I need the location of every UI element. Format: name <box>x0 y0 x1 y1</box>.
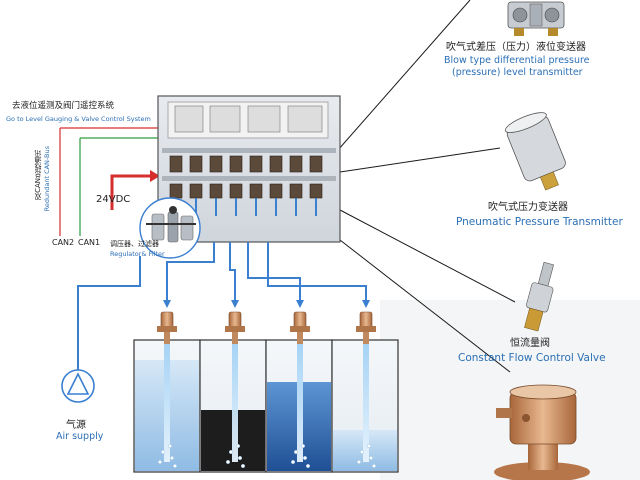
feed-pipe <box>229 242 236 304</box>
feed-pipe <box>267 242 367 304</box>
air-supply-label-en: Air supply <box>56 431 104 442</box>
valve-head <box>228 311 242 329</box>
air-bubble <box>157 460 162 465</box>
air-bubble <box>367 444 372 449</box>
air-bubble <box>172 464 177 469</box>
flow-valve-label-cn: 恒流量阀 <box>510 338 550 349</box>
power-label: 24VDC <box>96 194 131 205</box>
feed-arrow <box>362 300 370 308</box>
redundant-can-label-cn: 双CAN总线通讯 <box>34 150 42 200</box>
air-bubble <box>301 444 306 449</box>
air-bubble <box>303 456 308 461</box>
dp-transmitter-label-en1: Blow type differential pressure <box>444 55 590 66</box>
dip-tube <box>363 340 369 462</box>
dip-tube <box>297 340 303 462</box>
feed-arrow <box>163 300 171 308</box>
air-bubble <box>235 444 240 449</box>
regulator-label-en: Regulator& Filter <box>110 250 165 258</box>
panel-module <box>249 183 263 199</box>
air-bubble <box>372 464 377 469</box>
can2-label: CAN2 <box>52 238 75 247</box>
valve-head <box>160 311 174 329</box>
can-bus-wires <box>59 127 158 236</box>
pressure-transmitter-label-cn: 吹气式压力变送器 <box>488 202 568 213</box>
panel-module <box>229 155 243 173</box>
panel-module <box>169 155 183 173</box>
feed-pipes <box>163 242 370 308</box>
panel-module <box>269 183 283 199</box>
pressure-transmitter-icon <box>504 112 566 191</box>
air-bubble <box>240 464 245 469</box>
dp-transmitter-icon <box>507 1 565 36</box>
valve-flange <box>290 326 310 332</box>
flow-valve-label-en: Constant Flow Control Valve <box>458 352 606 364</box>
control-system-label-en: Go to Level Gauging & Valve Control Syst… <box>6 115 151 123</box>
feed-pipe <box>166 242 215 304</box>
air-bubble <box>360 450 365 455</box>
air-bubble <box>357 460 362 465</box>
air-bubble <box>369 456 374 461</box>
regulator-filter-icon <box>139 197 201 259</box>
dip-tube <box>164 340 170 462</box>
air-bubble <box>160 450 165 455</box>
air-bubble <box>169 456 174 461</box>
valve-head <box>359 311 373 329</box>
power-arrow-icon <box>110 170 160 210</box>
feed-arrow <box>231 300 239 308</box>
valve-stem <box>297 332 303 344</box>
valve-stem <box>363 332 369 344</box>
valve-flange <box>157 326 177 332</box>
valve-stem <box>164 332 170 344</box>
air-bubble <box>237 456 242 461</box>
leader-lines <box>337 0 516 373</box>
tank-row <box>133 311 399 473</box>
valve-head <box>293 311 307 329</box>
panel-module <box>249 155 263 173</box>
dip-tube <box>232 340 238 462</box>
panel-module <box>309 183 323 199</box>
air-supply-label-cn: 气源 <box>66 420 86 431</box>
panel-module <box>289 183 303 199</box>
regulator-label-cn: 调压器、过滤器 <box>110 240 159 248</box>
feed-arrow <box>296 300 304 308</box>
valve-flange <box>225 326 245 332</box>
constant-flow-valve-icon <box>524 261 554 332</box>
panel-module <box>269 155 283 173</box>
air-bubble <box>167 444 172 449</box>
air-supply-icon <box>61 369 95 403</box>
can1-label: CAN1 <box>78 238 101 247</box>
panel-module <box>189 183 203 199</box>
air-bubble <box>228 450 233 455</box>
panel-module <box>209 155 223 173</box>
pressure-transmitter-label-en: Pneumatic Pressure Transmitter <box>456 216 623 228</box>
valve-flange <box>356 326 376 332</box>
panel-module <box>189 155 203 173</box>
air-supply-line <box>77 256 141 372</box>
panel-module <box>309 155 323 173</box>
dp-transmitter-label-en2: (pressure) level transmitter <box>452 67 583 78</box>
air-bubble <box>291 460 296 465</box>
flow-valve-closeup-icon <box>494 384 590 480</box>
feed-pipe <box>247 242 301 304</box>
dp-transmitter-label-cn: 吹气式差压（压力）液位变送器 <box>446 42 586 53</box>
panel-module <box>209 183 223 199</box>
panel-module <box>169 183 183 199</box>
panel-module <box>229 183 243 199</box>
air-bubble <box>225 460 230 465</box>
panel-module <box>289 155 303 173</box>
control-system-label-cn: 去液位遥测及阀门遥控系统 <box>12 101 115 111</box>
redundant-can-label-en: Redundant CAN-Bus <box>43 146 51 212</box>
valve-stem <box>232 332 238 344</box>
air-bubble <box>306 464 311 469</box>
air-bubble <box>294 450 299 455</box>
